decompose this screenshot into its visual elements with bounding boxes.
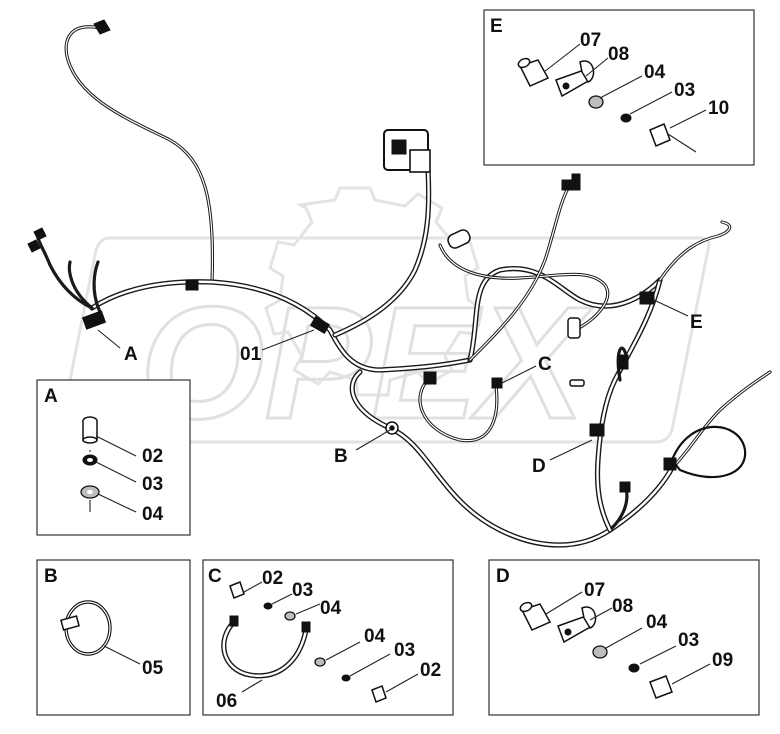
detail-b-title: B bbox=[44, 566, 58, 587]
detail-e-title: E bbox=[490, 16, 503, 37]
label-03: 03 bbox=[678, 630, 699, 651]
label-09: 09 bbox=[712, 650, 733, 671]
detail-c-title: C bbox=[208, 566, 222, 587]
callout-a: A bbox=[124, 344, 138, 365]
svg-text:OPEX: OPEX bbox=[140, 273, 593, 452]
flat-washer bbox=[314, 657, 326, 667]
lock-washer bbox=[263, 602, 273, 610]
detail-a-title: A bbox=[44, 386, 58, 407]
bolt bbox=[82, 416, 98, 444]
callout-c: C bbox=[538, 354, 552, 375]
lock-washer bbox=[341, 674, 351, 682]
label-06: 06 bbox=[216, 691, 237, 712]
detail-c: C 02 03 04 06 04 03 02 bbox=[202, 559, 454, 716]
sleeve bbox=[517, 57, 550, 87]
label-07: 07 bbox=[580, 30, 601, 51]
callout-e: E bbox=[690, 312, 703, 333]
main-callouts: A 01 B C D E bbox=[97, 299, 703, 477]
wiring-harness bbox=[27, 19, 772, 548]
flat-washer bbox=[592, 645, 608, 659]
callout-01: 01 bbox=[240, 344, 262, 365]
detail-d-title: D bbox=[496, 566, 510, 587]
ground-strap bbox=[221, 615, 311, 679]
label-08: 08 bbox=[612, 596, 633, 617]
label-03: 03 bbox=[674, 80, 695, 101]
label-07: 07 bbox=[584, 580, 605, 601]
label-10: 10 bbox=[708, 98, 729, 119]
label-08: 08 bbox=[608, 44, 629, 65]
sleeve bbox=[519, 601, 552, 631]
bolt bbox=[229, 581, 245, 599]
detail-e: E 07 08 04 03 10 bbox=[483, 9, 755, 166]
callout-b: B bbox=[334, 446, 348, 467]
lock-washer bbox=[628, 663, 640, 673]
clamp bbox=[557, 606, 597, 644]
label-04: 04 bbox=[320, 598, 342, 619]
cable-strap bbox=[60, 600, 112, 656]
label-02: 02 bbox=[262, 568, 283, 589]
label-02: 02 bbox=[420, 660, 441, 681]
label-04: 04 bbox=[646, 612, 668, 633]
lock-washer bbox=[620, 113, 632, 123]
bolt bbox=[371, 685, 387, 703]
label-04: 04 bbox=[644, 62, 666, 83]
label-03: 03 bbox=[394, 640, 415, 661]
bolt bbox=[649, 123, 697, 153]
detail-a: A 02 03 04 bbox=[36, 379, 191, 536]
label-04: 04 bbox=[142, 504, 164, 525]
watermark: OPEX bbox=[57, 186, 711, 454]
label-03: 03 bbox=[142, 474, 163, 495]
label-05: 05 bbox=[142, 658, 164, 679]
clamp bbox=[555, 60, 595, 98]
callout-d: D bbox=[532, 456, 546, 477]
detail-d: D 07 08 04 03 09 bbox=[488, 559, 760, 716]
label-04: 04 bbox=[364, 626, 386, 647]
detail-b: B 05 bbox=[36, 559, 191, 716]
label-03: 03 bbox=[292, 580, 313, 601]
bolt bbox=[649, 675, 673, 699]
flat-washer bbox=[284, 611, 296, 621]
label-02: 02 bbox=[142, 446, 163, 467]
watermark-text: OPEX bbox=[139, 272, 595, 454]
flat-washer bbox=[588, 95, 604, 109]
